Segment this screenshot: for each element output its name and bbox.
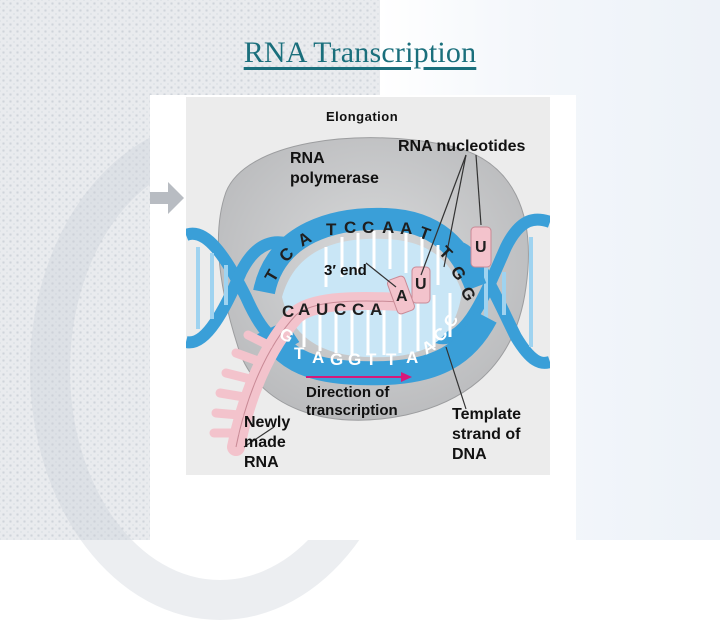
rna-letter-1: C [282,302,294,321]
free-nucleotide-2 [411,266,431,304]
template-letter-3: A [312,348,324,367]
coding-letter-4: T [326,220,337,239]
label-three-prime-end: 3′ end [324,262,367,279]
label-direction-line1: Direction of [306,384,390,401]
label-rna-polymerase-line2: polymerase [290,170,379,187]
coding-letter-6: C [362,218,374,237]
free-nucleotide-letter-2: U [415,276,427,293]
newly-made-rna-strand [209,291,410,456]
coding-letter-5: C [344,218,356,237]
free-nucleotide-letter-1: U [475,239,487,256]
rna-letter-3: U [316,300,328,319]
slide-title: RNA Transcription [243,36,477,69]
heading-elongation: Elongation [326,109,398,124]
transcription-diagram: Elongation RNA nucleotides RNA polymeras… [186,97,550,475]
label-direction-line2: transcription [306,402,398,419]
label-template-line3: DNA [452,446,487,463]
label-newly-line1: Newly [244,414,290,431]
label-newly-line3: RNA [244,454,279,471]
template-letter-4: G [330,350,343,369]
coding-letter-7: A [382,218,394,237]
template-strand-arc [257,311,497,386]
rna-letter-4: C [334,300,346,319]
free-nucleotide-1 [470,226,492,268]
label-rna-polymerase-line1: RNA [290,150,325,167]
free-nucleotide-letter-3: A [396,288,408,305]
template-letter-6: T [366,350,377,369]
template-letter-5: G [348,350,361,369]
label-rna-nucleotides: RNA nucleotides [398,138,526,155]
rna-letter-6: A [370,300,382,319]
label-template-line2: strand of [452,426,521,443]
direction-arrow [306,372,412,382]
coding-letter-8: A [400,219,412,238]
label-newly-line2: made [244,434,286,451]
rna-letter-2: A [298,300,310,319]
coding-strand-arc [253,207,487,295]
template-letter-2: T [294,344,305,363]
template-letter-7: T [386,350,397,369]
pointer-lines [243,154,482,448]
label-template-line1: Template [452,406,521,423]
template-letter-8: A [406,348,418,367]
background-arrow [150,182,184,214]
rna-letter-5: C [352,300,364,319]
